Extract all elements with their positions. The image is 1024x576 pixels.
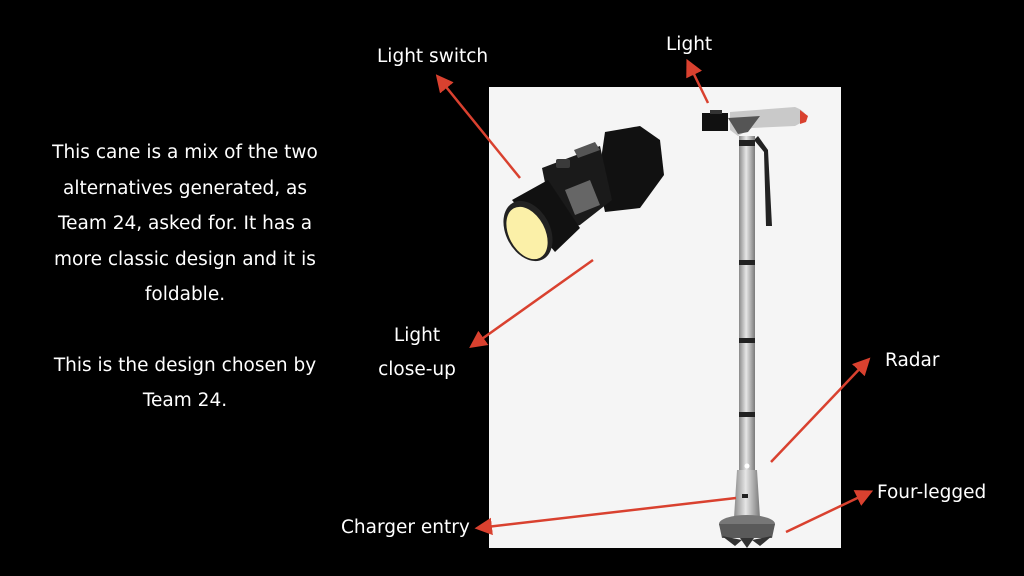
arrow-four-legged <box>785 490 874 534</box>
label-light-closeup-line2: close-up <box>378 359 456 380</box>
description-text: This cane is a mix of the two alternativ… <box>40 135 330 419</box>
label-light: Light <box>666 34 713 55</box>
cane <box>702 107 808 548</box>
light-closeup-flashlight <box>503 126 664 262</box>
arrow-charger-entry <box>474 496 737 536</box>
radar-sensor-icon <box>744 463 750 469</box>
description-paragraph-2: This is the design chosen by Team 24. <box>53 354 317 412</box>
label-light-closeup: Light close-up <box>371 319 463 387</box>
label-four-legged: Four-legged <box>877 482 987 503</box>
charger-port-icon <box>742 494 748 498</box>
label-light-switch: Light switch <box>377 46 489 67</box>
lamp-lens-icon <box>506 206 548 260</box>
description-paragraph-1: This cane is a mix of the two alternativ… <box>52 142 318 305</box>
arrow-light <box>686 58 710 104</box>
arrow-radar <box>770 357 871 463</box>
label-radar: Radar <box>885 350 940 371</box>
arrows <box>435 58 874 536</box>
arrow-light-switch <box>435 74 521 179</box>
light-switch-button-icon <box>556 159 570 168</box>
cane-illustration-panel <box>489 87 841 548</box>
label-charger-entry: Charger entry <box>341 517 470 538</box>
cane-light-icon <box>702 113 728 131</box>
arrow-light-closeup <box>469 258 594 349</box>
label-light-closeup-line1: Light <box>393 325 441 346</box>
